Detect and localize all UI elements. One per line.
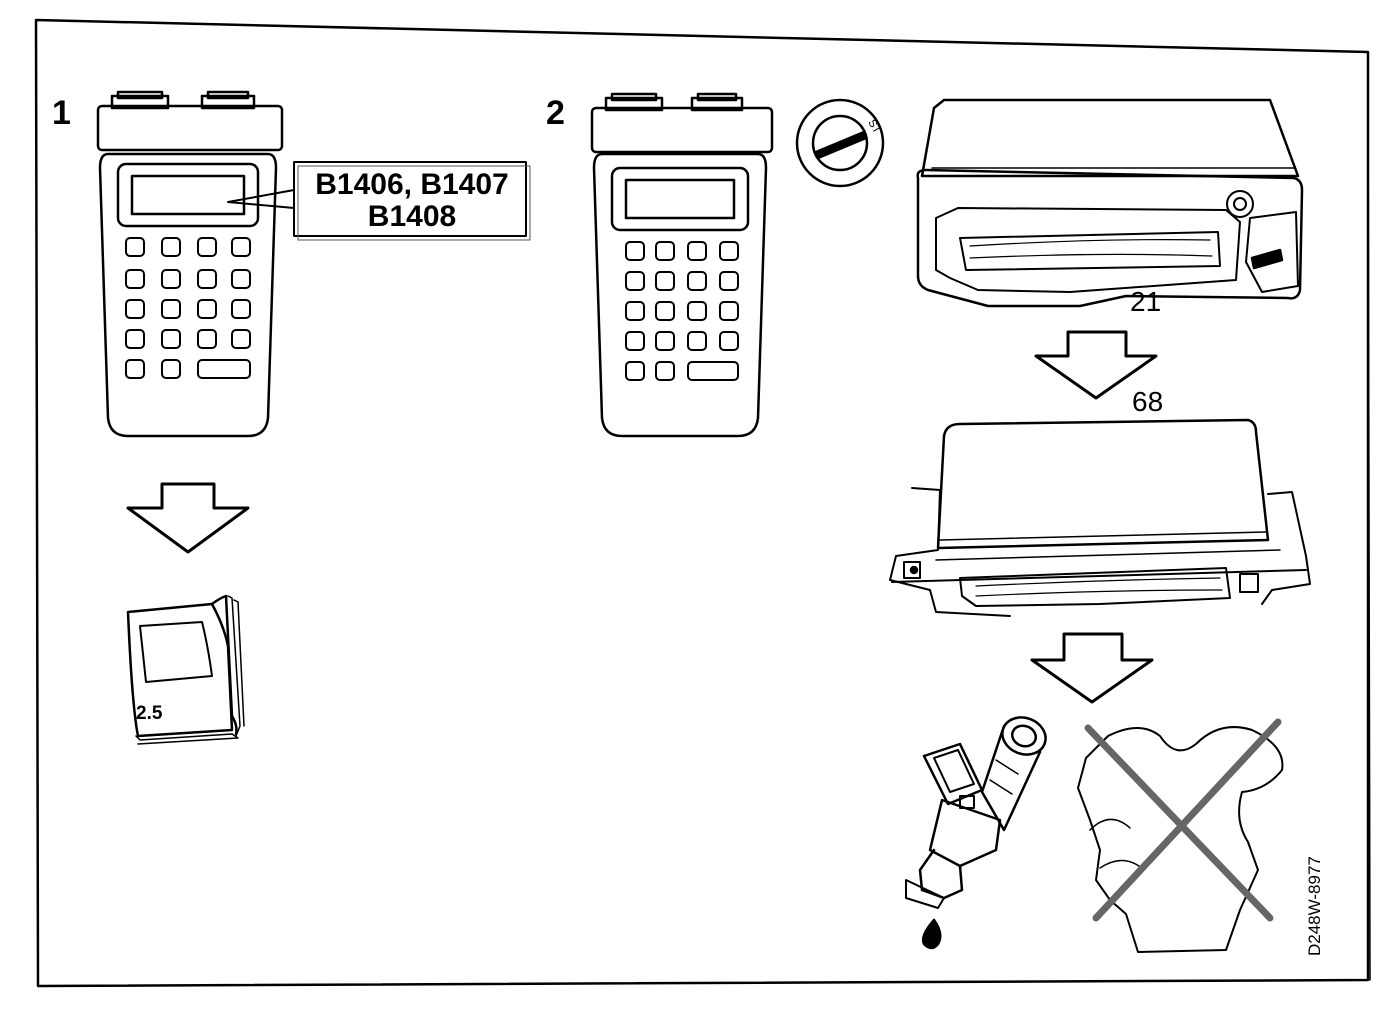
ignition-key-icon: ST [795,98,885,188]
service-manual-icon [126,594,245,745]
fuel-injector-icon [905,716,1047,950]
svg-text:ST: ST [865,118,883,136]
ecu-label-21: 21 [1130,286,1162,317]
ecu-label-68: 68 [1132,386,1164,417]
fault-code-callout [227,161,531,241]
frame [34,18,1371,988]
ecu-unit-icon [889,418,1311,617]
step-2-number: 2 [546,94,565,132]
drawing-id: D248W-8977 [1305,856,1324,956]
fault-code-line-2: B1408 [367,200,457,233]
engine-crossed-out-icon [1077,718,1284,953]
step-1-number: 1 [52,94,71,132]
manual-label: 2.5 [136,703,163,724]
ecu-unit-icon [916,98,1304,308]
down-arrow-icon [1030,632,1154,704]
down-arrow-icon [126,482,250,554]
fault-code-line-1: B1406, B1407 [315,168,509,201]
down-arrow-icon [1034,330,1158,400]
diagnostic-tester-icon [96,90,284,438]
diagnostic-tester-icon [590,92,774,438]
